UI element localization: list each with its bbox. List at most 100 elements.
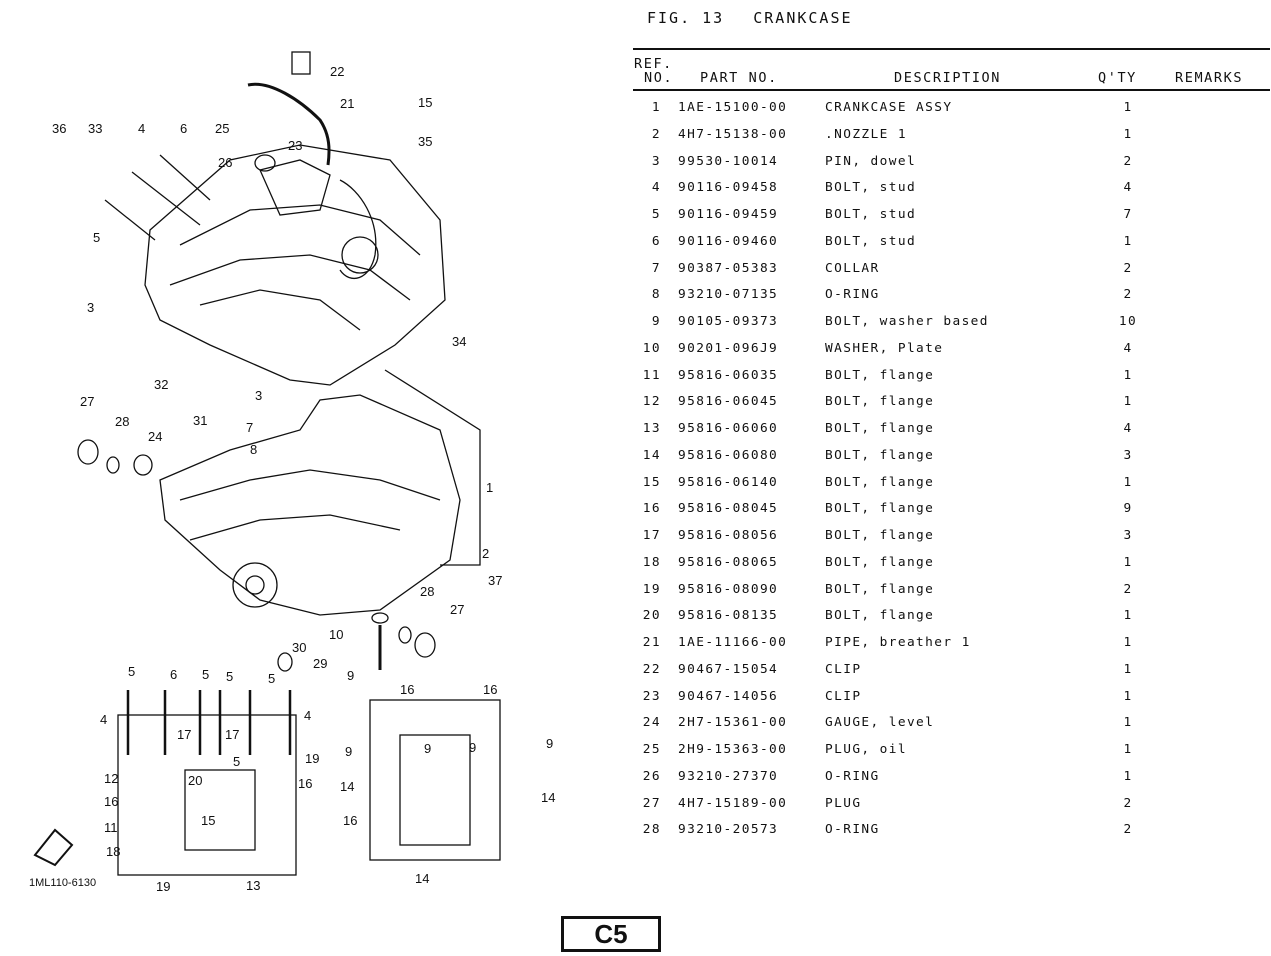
- part-no-cell: 1AE-15100-00: [678, 100, 788, 115]
- description-cell: GAUGE, level: [825, 715, 935, 731]
- header-ref-line1: REF.: [634, 56, 673, 72]
- ref-cell: 2: [651, 126, 661, 142]
- svg-text:5: 5: [268, 671, 275, 686]
- part-no-cell: 95816-08135: [678, 608, 779, 624]
- description-cell: BOLT, washer based: [825, 314, 989, 329]
- part-no-cell: 95816-06045: [678, 394, 779, 410]
- svg-text:30: 30: [292, 640, 306, 655]
- svg-text:4: 4: [138, 121, 145, 136]
- qty-cell: 1: [1123, 742, 1133, 757]
- svg-text:35: 35: [418, 134, 432, 149]
- description-cell: PLUG, oil: [825, 742, 907, 757]
- qty-cell: 3: [1123, 447, 1133, 463]
- svg-text:5: 5: [226, 669, 233, 684]
- svg-text:6: 6: [170, 667, 177, 682]
- svg-text:28: 28: [420, 584, 434, 599]
- qty-cell: 3: [1123, 528, 1133, 543]
- description-cell: PIPE, breather 1: [825, 635, 971, 650]
- ref-cell: 16: [642, 501, 661, 517]
- part-no-cell: 93210-27370: [678, 768, 779, 784]
- ref-cell: 1: [651, 100, 661, 115]
- qty-cell: 4: [1123, 421, 1133, 436]
- svg-text:26: 26: [218, 155, 232, 170]
- svg-text:14: 14: [415, 871, 429, 886]
- ref-cell: 8: [651, 287, 661, 303]
- ref-cell: 17: [642, 528, 661, 543]
- ref-cell: 3: [651, 153, 661, 169]
- qty-cell: 2: [1123, 581, 1133, 597]
- header-qty: Q'TY: [1098, 70, 1137, 86]
- ref-cell: 6: [651, 233, 661, 249]
- description-cell: .NOZZLE 1: [825, 126, 907, 142]
- description-cell: O-RING: [825, 287, 880, 303]
- description-cell: O-RING: [825, 768, 880, 784]
- svg-text:5: 5: [128, 664, 135, 679]
- qty-cell: 1: [1123, 367, 1133, 383]
- qty-cell: 1: [1123, 100, 1133, 115]
- part-no-cell: 95816-08090: [678, 581, 779, 597]
- ref-cell: 11: [642, 367, 661, 383]
- header-part-no: PART NO.: [700, 70, 778, 86]
- qty-cell: 1: [1123, 233, 1133, 249]
- part-no-cell: 99530-10014: [678, 153, 779, 169]
- qty-cell: 2: [1123, 822, 1133, 838]
- svg-text:18: 18: [106, 844, 120, 859]
- qty-cell: 2: [1123, 287, 1133, 303]
- part-no-cell: 4H7-15138-00: [678, 126, 788, 142]
- ref-cell: 4: [651, 180, 661, 196]
- svg-text:25: 25: [215, 121, 229, 136]
- svg-text:16: 16: [298, 776, 312, 791]
- description-cell: BOLT, flange: [825, 367, 935, 383]
- description-cell: BOLT, flange: [825, 447, 935, 463]
- lower-crankcase: [159, 394, 461, 616]
- svg-text:28: 28: [115, 414, 129, 429]
- qty-cell: 4: [1123, 340, 1133, 356]
- qty-cell: 2: [1123, 260, 1133, 276]
- part-no-cell: 95816-06035: [678, 367, 779, 383]
- svg-text:27: 27: [80, 394, 94, 409]
- svg-text:6: 6: [180, 121, 187, 136]
- part-no-cell: 95816-08056: [678, 528, 779, 543]
- svg-text:16: 16: [104, 794, 118, 809]
- description-cell: BOLT, flange: [825, 608, 935, 624]
- svg-text:12: 12: [104, 771, 118, 786]
- svg-text:29: 29: [313, 656, 327, 671]
- qty-cell: 4: [1123, 180, 1133, 196]
- ref-cell: 27: [642, 795, 661, 811]
- svg-text:2: 2: [482, 546, 489, 561]
- qty-cell: 7: [1123, 207, 1133, 222]
- svg-text:31: 31: [193, 413, 207, 428]
- svg-text:32: 32: [154, 377, 168, 392]
- header-ref-line2: NO.: [644, 70, 674, 86]
- svg-text:36: 36: [52, 121, 66, 136]
- table-row: 2 4H7-15138-00 .NOZZLE 1 1: [633, 127, 1270, 151]
- svg-text:17: 17: [225, 727, 239, 742]
- svg-text:16: 16: [343, 813, 357, 828]
- description-cell: WASHER, Plate: [825, 340, 944, 356]
- svg-text:9: 9: [347, 668, 354, 683]
- qty-cell: 1: [1123, 554, 1133, 570]
- svg-text:27: 27: [450, 602, 464, 617]
- svg-text:15: 15: [201, 813, 215, 828]
- svg-text:3: 3: [255, 388, 262, 403]
- description-cell: PIN, dowel: [825, 153, 917, 169]
- ref-cell: 28: [642, 822, 661, 838]
- svg-text:4: 4: [100, 712, 107, 727]
- svg-text:14: 14: [541, 790, 555, 805]
- qty-cell: 1: [1123, 126, 1133, 142]
- description-cell: BOLT, flange: [825, 474, 935, 490]
- svg-text:14: 14: [340, 779, 354, 794]
